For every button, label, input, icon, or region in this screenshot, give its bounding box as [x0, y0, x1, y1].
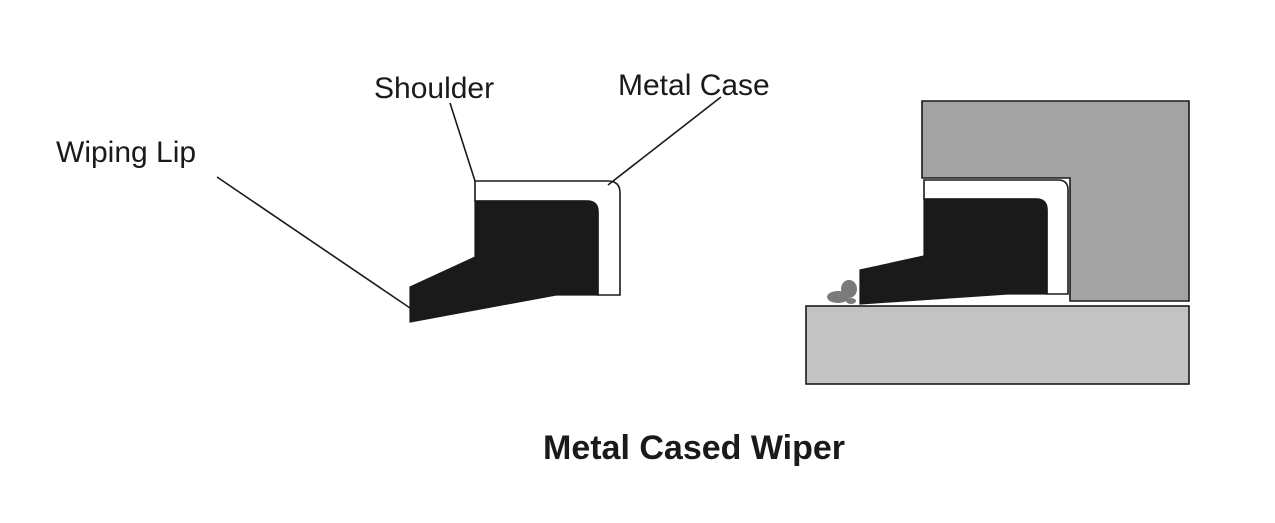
metal-case-leader-line: [607, 96, 722, 186]
shoulder-leader-line: [449, 102, 476, 182]
metal-case-label: Metal Case: [618, 69, 770, 102]
diagram-caption: Metal Cased Wiper: [543, 429, 845, 467]
contaminant-particles: [827, 280, 857, 304]
wiping-lip-label: Wiping Lip: [56, 136, 196, 169]
rod-block: [805, 305, 1190, 385]
wiper-cross-section: [409, 180, 621, 323]
wiping-lip-leader-line: [216, 176, 411, 309]
installed-rubber-wiper: [859, 198, 1048, 305]
shoulder-label: Shoulder: [374, 72, 494, 105]
rubber-wiper-body: [409, 200, 599, 323]
installed-wiper-assembly: [805, 100, 1190, 385]
housing-block: [921, 100, 1190, 302]
